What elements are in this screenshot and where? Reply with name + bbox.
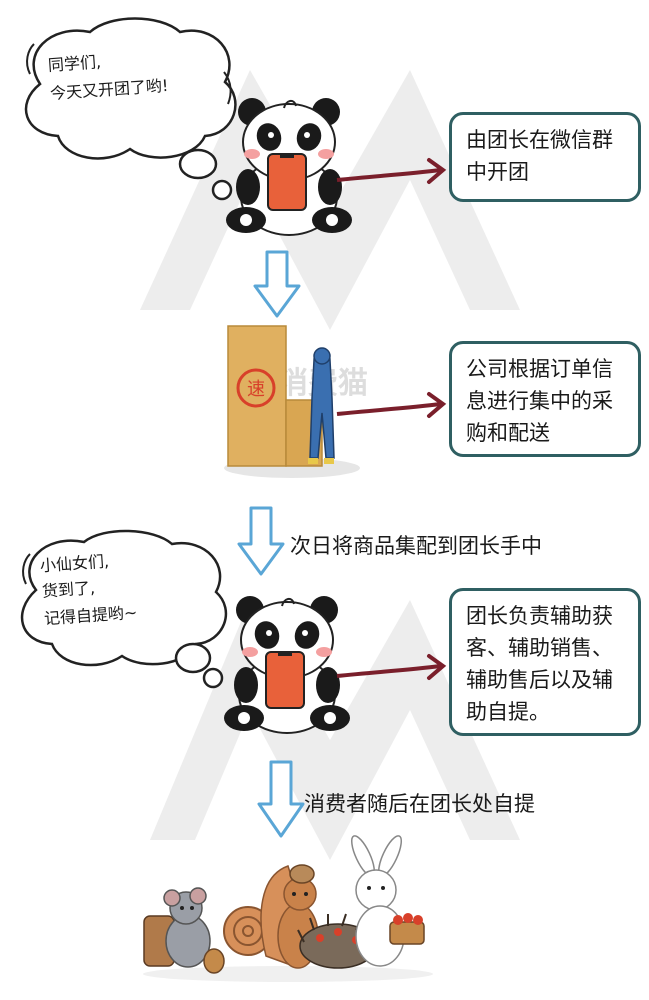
squirrel-icon bbox=[260, 864, 319, 969]
forest-animals-group bbox=[143, 835, 433, 982]
panda-with-phone-1 bbox=[226, 98, 352, 236]
bubble-1-line-1: 同学们, bbox=[47, 52, 102, 75]
red-arrow-2 bbox=[336, 392, 447, 418]
step-box-3: 团长负责辅助获客、辅助销售、辅助售后以及辅助自提。 bbox=[449, 588, 641, 736]
bubble-2-line-1: 小仙女们, bbox=[39, 551, 110, 576]
box-stamp: 速 bbox=[247, 379, 265, 400]
blue-down-arrow-3 bbox=[257, 760, 305, 838]
thought-bubble-1 bbox=[24, 17, 237, 201]
blue-down-arrow-2 bbox=[237, 506, 285, 576]
red-arrow-3 bbox=[336, 654, 447, 680]
arrow-label-1: 次日将商品集配到团长手中 bbox=[290, 534, 542, 558]
blue-down-arrow-1 bbox=[253, 250, 301, 318]
step-box-1: 由团长在微信群中开团 bbox=[449, 112, 641, 202]
arrow-label-2: 消费者随后在团长处自提 bbox=[304, 792, 535, 816]
rabbit-icon bbox=[350, 835, 425, 967]
delivery-boxes-with-courier: 速 bbox=[224, 325, 360, 478]
thought-bubble-2 bbox=[20, 529, 228, 689]
red-arrow-1 bbox=[336, 158, 447, 184]
panda-with-phone-2 bbox=[224, 596, 350, 734]
bubble-2-line-2: 货到了, bbox=[41, 578, 96, 601]
step-box-2: 公司根据订单信息进行集中的采购和配送 bbox=[449, 341, 641, 457]
mouse-icon bbox=[143, 887, 211, 968]
